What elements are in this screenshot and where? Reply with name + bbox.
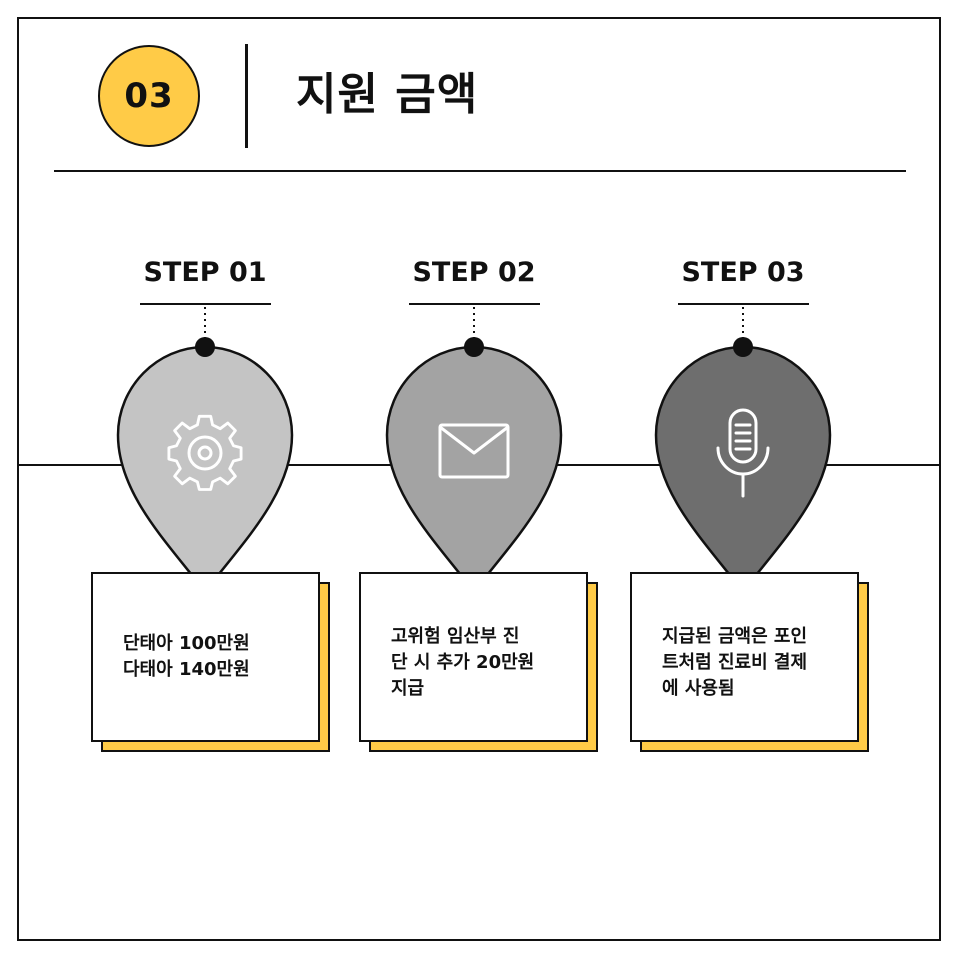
card-face: 단태아 100만원 다태아 140만원 (91, 572, 320, 742)
step-3-description: 지급된 금액은 포인 트처럼 진료비 결제 에 사용됨 (662, 626, 808, 699)
step-3-pin (654, 307, 832, 595)
step-2-label: STEP 02 (412, 257, 536, 288)
step-3-rule (678, 303, 809, 305)
step-1-description: 단태아 100만원 다태아 140만원 (123, 633, 250, 680)
step-3-card: 지급된 금액은 포인 트처럼 진료비 결제 에 사용됨 (630, 572, 869, 752)
page-frame (17, 17, 941, 941)
microphone-icon (716, 408, 770, 498)
step-3-label: STEP 03 (681, 257, 805, 288)
step-2-card: 고위험 임산부 진 단 시 추가 20만원 지급 (359, 572, 598, 752)
step-1-card: 단태아 100만원 다태아 140만원 (91, 572, 330, 752)
step-2-description: 고위험 임산부 진 단 시 추가 20만원 지급 (391, 626, 535, 699)
page-title: 지원 금액 (296, 69, 479, 120)
header-rule (54, 170, 906, 172)
step-1-rule (140, 303, 271, 305)
section-number: 03 (124, 76, 174, 116)
gear-icon (167, 414, 243, 491)
section-number-badge: 03 (98, 45, 200, 147)
envelope-icon (438, 423, 510, 479)
step-1-pin (116, 307, 294, 595)
step-1-label: STEP 01 (143, 257, 267, 288)
step-2-pin (385, 307, 563, 595)
card-face: 지급된 금액은 포인 트처럼 진료비 결제 에 사용됨 (630, 572, 859, 742)
step-2-rule (409, 303, 540, 305)
card-face: 고위험 임산부 진 단 시 추가 20만원 지급 (359, 572, 588, 742)
header-divider (245, 44, 248, 148)
